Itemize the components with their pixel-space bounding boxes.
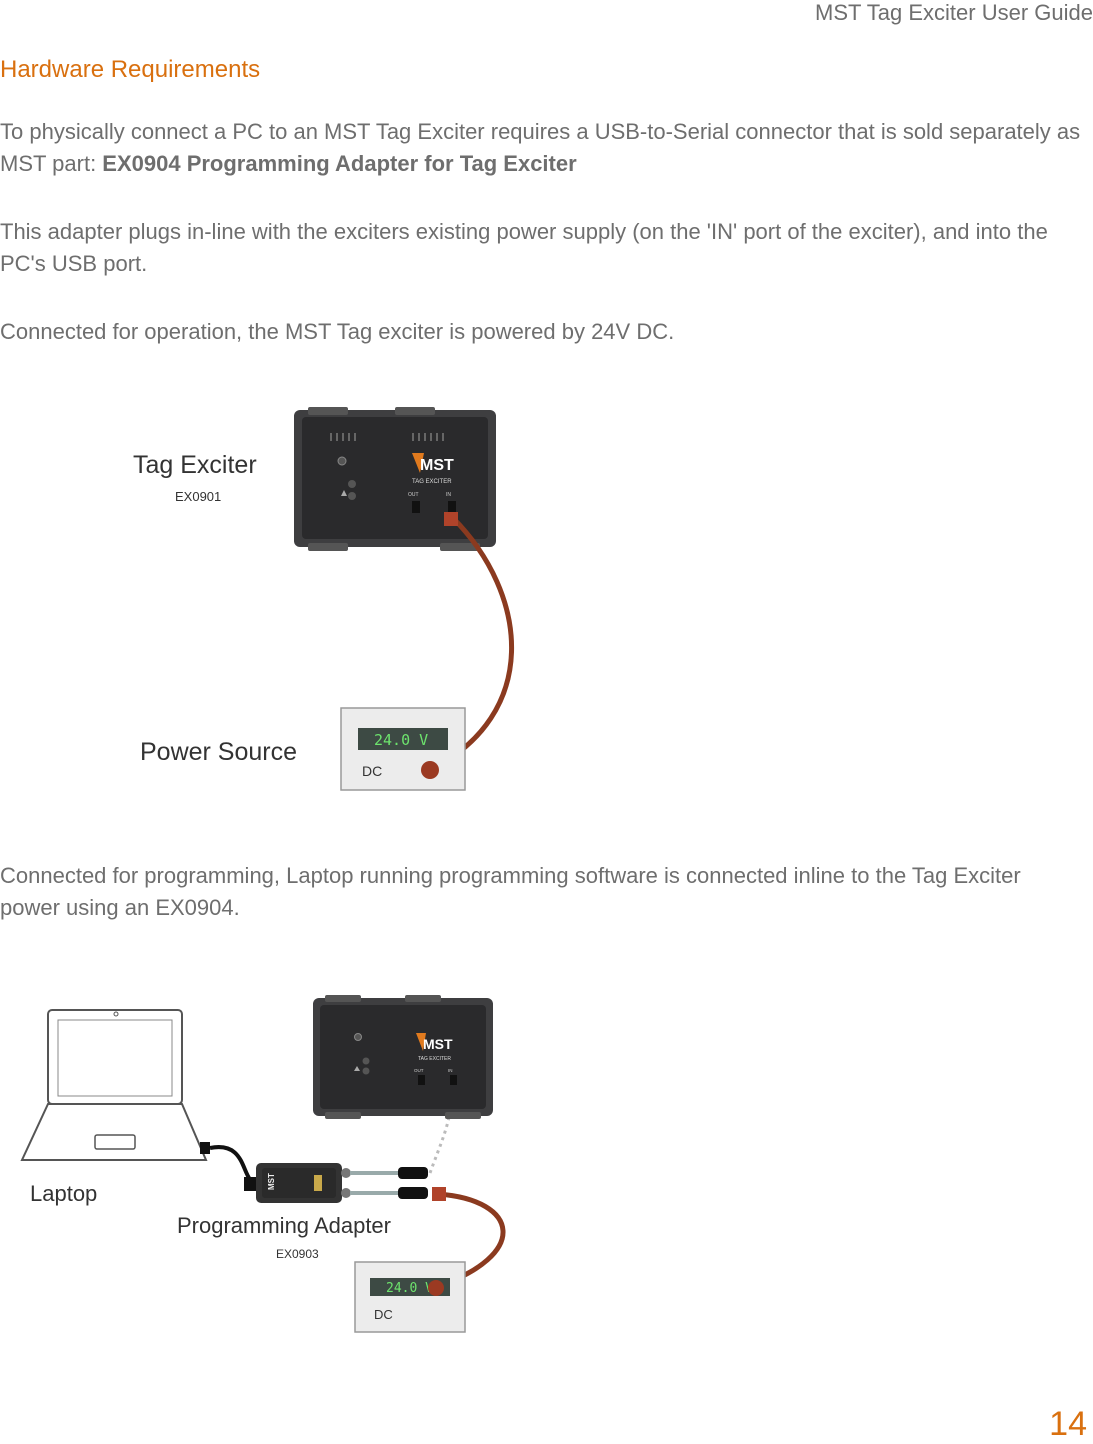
power-source-label: Power Source <box>140 738 297 766</box>
device-subtitle: TAG EXCITER <box>418 1056 451 1062</box>
power-supply-unit: 24.0 V DC <box>354 1261 466 1333</box>
section-heading: Hardware Requirements <box>0 56 261 83</box>
voltage-display: 24.0 V <box>374 731 428 749</box>
programming-adapter-device: MST <box>256 1163 351 1203</box>
page-number: 14 <box>1049 1405 1087 1443</box>
cable-connector-icon <box>444 512 458 526</box>
port-out-label: OUT <box>414 1068 424 1073</box>
programming-adapter-model: EX0903 <box>276 1247 319 1261</box>
paragraph-adapter-requirement: To physically connect a PC to an MST Tag… <box>0 116 1085 180</box>
cable-connector-icon <box>432 1187 446 1201</box>
power-supply-unit: 24.0 V DC <box>340 707 466 791</box>
tag-exciter-model: EX0901 <box>175 489 221 504</box>
programming-diagram: MST MST TAG EXCITER OUT IN <box>0 985 600 1345</box>
tag-exciter-device: MST TAG EXCITER OUT IN <box>294 407 496 551</box>
laptop-label: Laptop <box>30 1181 97 1206</box>
brand-logo-text: MST <box>423 1036 453 1052</box>
power-cable <box>427 514 515 773</box>
port-out-label: OUT <box>408 492 419 498</box>
paragraph-text: To physically connect a PC to an MST Tag… <box>0 119 1081 176</box>
operation-diagram: MST TAG EXCITER OUT IN Tag Exciter EX090… <box>0 395 600 805</box>
document-title: MST Tag Exciter User Guide <box>815 0 1093 25</box>
port-in-label: IN <box>446 492 451 498</box>
tag-exciter-device: MST TAG EXCITER OUT IN <box>313 995 493 1119</box>
voltage-display: 24.0 V <box>386 1281 433 1296</box>
dc-label: DC <box>374 1307 393 1322</box>
power-cable <box>433 1191 506 1290</box>
device-subtitle: TAG EXCITER <box>412 479 452 485</box>
paragraph-programming: Connected for programming, Laptop runnin… <box>0 863 1021 920</box>
port-in-label: IN <box>448 1068 453 1073</box>
paragraph-adapter-connection: This adapter plugs in-line with the exci… <box>0 219 1048 276</box>
tag-exciter-label: Tag Exciter <box>133 451 257 479</box>
adapter-brand-text: MST <box>267 1173 276 1190</box>
dc-label: DC <box>362 763 382 779</box>
brand-logo-text: MST <box>420 457 454 474</box>
laptop-icon <box>20 1009 210 1161</box>
paragraph-operation: Connected for operation, the MST Tag exc… <box>0 319 675 344</box>
programming-adapter-label: Programming Adapter <box>177 1213 391 1238</box>
part-number: EX0904 Programming Adapter for Tag Excit… <box>102 151 577 176</box>
